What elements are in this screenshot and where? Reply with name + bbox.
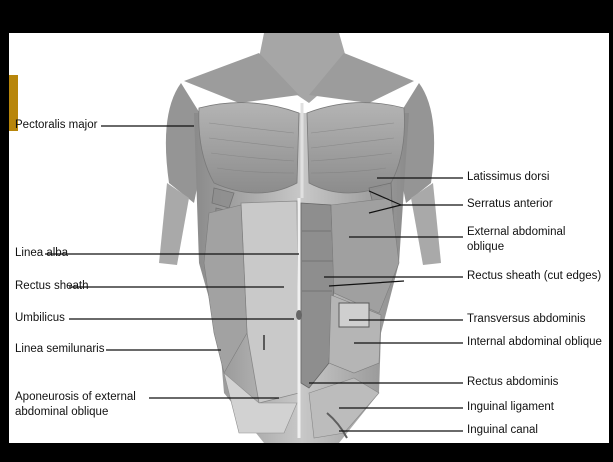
- label-latissimus-dorsi: Latissimus dorsi: [467, 171, 549, 184]
- label-rectus-sheath-cut: Rectus sheath (cut edges): [467, 270, 601, 283]
- label-linea-alba: Linea alba: [15, 247, 68, 260]
- label-inguinal-canal: Inguinal canal: [467, 424, 538, 437]
- label-rectus-abdominis: Rectus abdominis: [467, 376, 558, 389]
- label-pectoralis-major: Pectoralis major: [15, 119, 97, 132]
- label-linea-semilunaris: Linea semilunaris: [15, 343, 105, 356]
- label-umbilicus: Umbilicus: [15, 312, 65, 325]
- label-internal-abdominal-oblique: Internal abdominal oblique: [467, 336, 602, 349]
- label-transversus-abdominis: Transversus abdominis: [467, 313, 585, 326]
- slide: Pectoralis major Linea alba Rectus sheat…: [9, 33, 609, 443]
- label-external-oblique-line1: External abdominal: [467, 226, 565, 239]
- label-external-oblique-line2: oblique: [467, 241, 504, 254]
- label-serratus-anterior: Serratus anterior: [467, 198, 553, 211]
- label-aponeurosis-line2: abdominal oblique: [15, 406, 108, 419]
- label-aponeurosis-line1: Aponeurosis of external: [15, 391, 136, 404]
- label-inguinal-ligament: Inguinal ligament: [467, 401, 554, 414]
- label-rectus-sheath: Rectus sheath: [15, 280, 89, 293]
